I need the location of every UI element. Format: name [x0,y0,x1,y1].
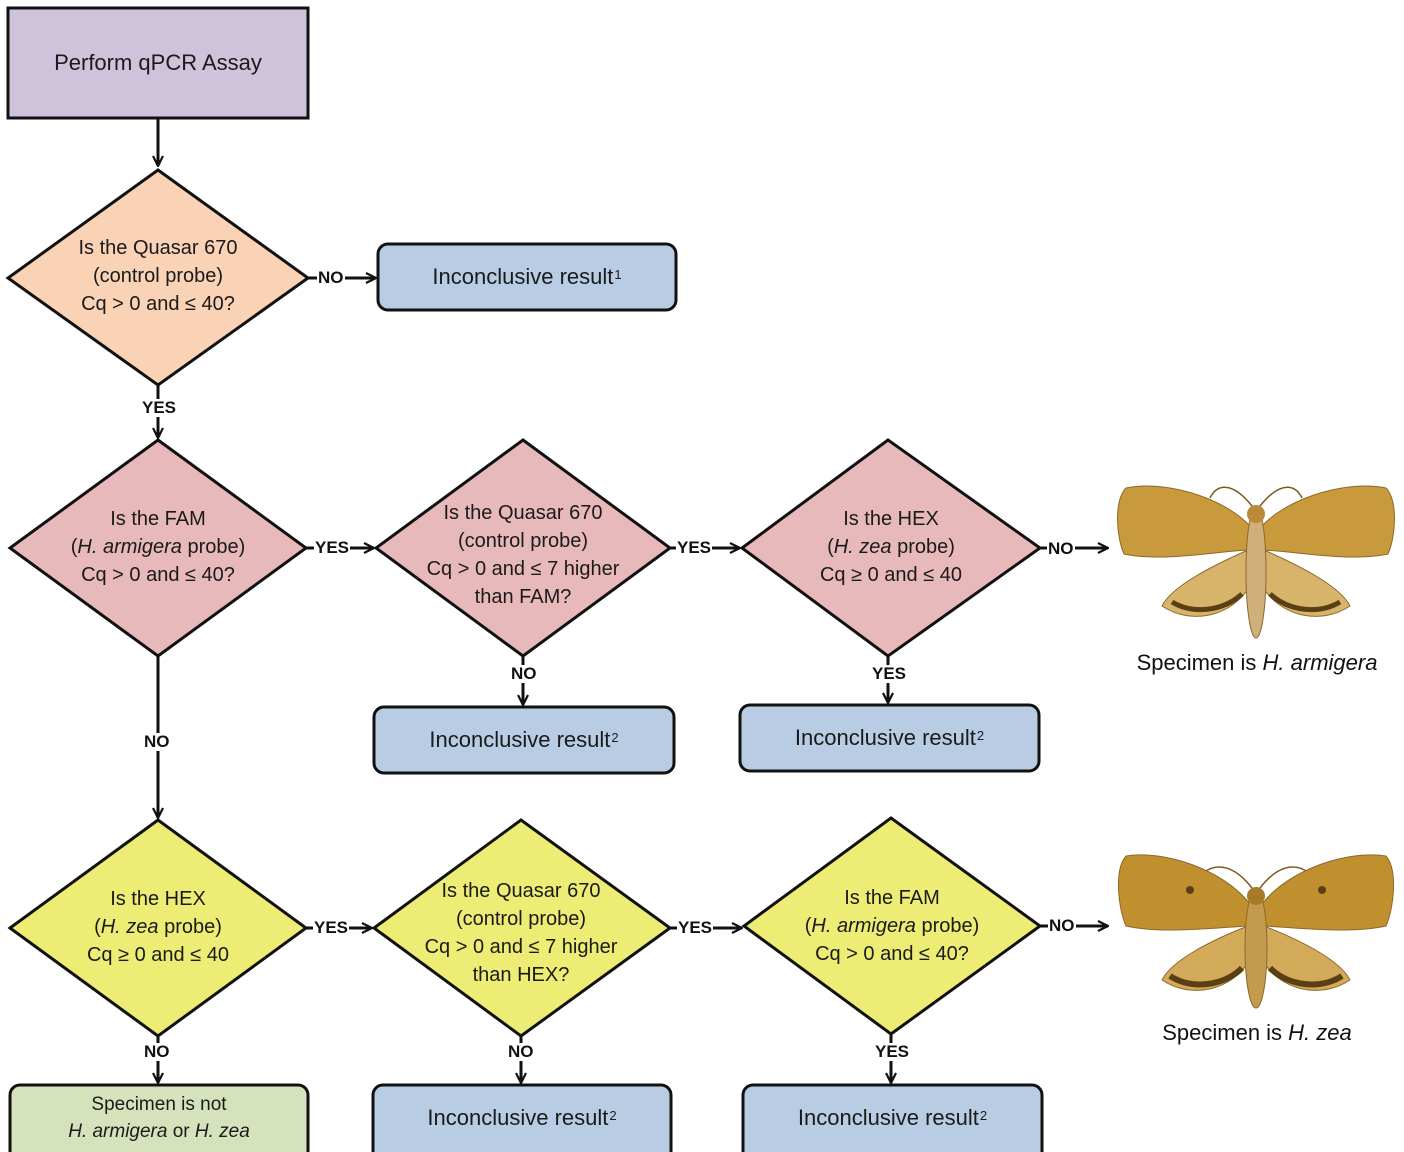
decision-quasar-fam-diamond [373,438,673,658]
decision-hex-species: H. zea [100,916,159,938]
edge-label-yes: YES [676,538,713,557]
not-species-line2: H. armigera or H. zea [12,1118,306,1145]
decision-quasar-fam-text: Is the Quasar 670 (control probe) Cq > 0… [403,499,643,611]
not-species-box [8,1083,310,1152]
decision-fam-bottom-post: probe) [915,915,980,937]
decision-quasar-hex-text: Is the Quasar 670 (control probe) Cq > 0… [401,877,641,989]
decision-hex-line3: Cq ≥ 0 and ≤ 40 [86,944,230,966]
decision-quasar-hex-line2: (control probe) [455,908,587,930]
decision-fam-line3: Cq > 0 and ≤ 40? [81,564,235,586]
decision-fam-bottom-text: Is the FAM (H. armigera probe) Cq > 0 an… [772,884,1012,968]
decision-fam-post: probe) [181,536,246,558]
decision-hex-top-text: Is the HEX (H. zea probe) Cq ≥ 0 and ≤ 4… [771,505,1011,589]
decision-control-text: Is the Quasar 670 (control probe) Cq > 0… [38,234,278,318]
decision-quasar-hex-line4: than HEX? [472,964,570,986]
result-3-footnote: 2 [976,727,985,743]
decision-fam-species: H. armigera [77,536,182,558]
result-4-label: Inconclusive result [427,1105,609,1130]
caption-armigera-prefix: Specimen is [1136,650,1263,675]
moth-armigera-icon [1117,485,1395,639]
result-box-4 [371,1083,673,1152]
start-label: Perform qPCR Assay [54,50,262,75]
decision-fam-bottom-line1: Is the FAM [844,887,940,909]
decision-quasar-fam-line4: than FAM? [474,586,572,608]
result-3-label: Inconclusive result [794,725,976,750]
decision-hex-top-line2: (H. zea probe) [827,536,955,558]
edge-label-yes: YES [677,918,714,937]
not-species-sp2: H. zea [194,1121,250,1142]
decision-quasar-hex-diamond [371,818,673,1038]
edge-label-yes: YES [314,538,351,557]
edge-label-no: NO [143,732,171,751]
edge-label-no: NO [1048,916,1076,935]
edge-label-no: NO [1047,539,1075,558]
decision-hex-text: Is the HEX (H. zea probe) Cq ≥ 0 and ≤ 4… [38,885,278,969]
caption-armigera-species: H. armigera [1262,650,1378,675]
decision-control-line3: Cq > 0 and ≤ 40? [81,293,235,315]
decision-fam-bottom-species: H. armigera [811,915,916,937]
decision-hex-post: probe) [158,916,222,938]
edge-label-yes: YES [141,398,178,417]
decision-fam-bottom-line3: Cq > 0 and ≤ 40? [815,943,969,965]
edge-label-no: NO [510,664,538,683]
result-box-3 [738,703,1041,773]
decision-hex-top-post: probe) [891,536,955,558]
result-5-footnote: 2 [979,1107,988,1123]
decision-quasar-fam-line3: Cq > 0 and ≤ 7 higher [426,558,620,580]
decision-control-line1: Is the Quasar 670 [78,237,238,259]
edge-label-yes: YES [313,918,350,937]
edge-label-no: NO [317,268,345,287]
moth-zea-icon [1117,854,1395,1009]
edge-label-no: NO [507,1042,535,1061]
decision-fam-diamond [7,438,309,658]
caption-armigera: Specimen is H. armigera [1112,650,1402,676]
decision-hex-line2: (H. zea probe) [94,916,222,938]
not-species-or: or [167,1121,195,1142]
decision-fam-bottom-diamond [741,816,1043,1036]
decision-fam-bottom-line2: (H. armigera probe) [804,915,980,937]
decision-hex-top-species: H. zea [833,536,892,558]
result-box-1 [376,242,678,312]
edge-label-yes: YES [874,1042,911,1061]
edge-label-yes: YES [871,664,908,683]
not-species-line1: Specimen is not [91,1094,227,1115]
decision-hex-top-diamond [739,438,1043,658]
decision-quasar-fam-line2: (control probe) [457,530,589,552]
result-4-footnote: 2 [609,1107,617,1123]
result-2-label: Inconclusive result [429,727,611,752]
decision-fam-text: Is the FAM (H. armigera probe) Cq > 0 an… [38,505,278,589]
decision-control-line2: (control probe) [92,265,224,287]
result-5-label: Inconclusive result [797,1105,979,1130]
decision-hex-top-line3: Cq ≥ 0 and ≤ 40 [819,564,963,586]
result-2-footnote: 2 [611,729,619,745]
caption-zea: Specimen is H. zea [1112,1020,1402,1046]
decision-fam-line1: Is the FAM [110,508,206,530]
decision-control-diamond [5,168,311,387]
not-species-sp1: H. armigera [68,1121,168,1142]
decision-hex-top-line1: Is the HEX [843,508,939,530]
decision-quasar-hex-line1: Is the Quasar 670 [441,880,601,902]
decision-hex-line1: Is the HEX [110,888,206,910]
start-box [6,6,310,120]
result-box-2 [372,705,676,775]
edge-label-no: NO [143,1042,171,1061]
decision-quasar-fam-line1: Is the Quasar 670 [443,502,603,524]
caption-zea-species: H. zea [1288,1020,1352,1045]
result-box-5 [741,1083,1044,1152]
caption-zea-prefix: Specimen is [1162,1020,1289,1045]
not-species-text: Specimen is not H. armigera or H. zea [12,1091,306,1145]
decision-fam-line2: (H. armigera probe) [70,536,246,558]
decision-hex-diamond [7,818,309,1038]
result-1-label: Inconclusive result [432,264,614,289]
decision-quasar-hex-line3: Cq > 0 and ≤ 7 higher [424,936,618,958]
result-1-footnote: 1 [614,266,622,282]
